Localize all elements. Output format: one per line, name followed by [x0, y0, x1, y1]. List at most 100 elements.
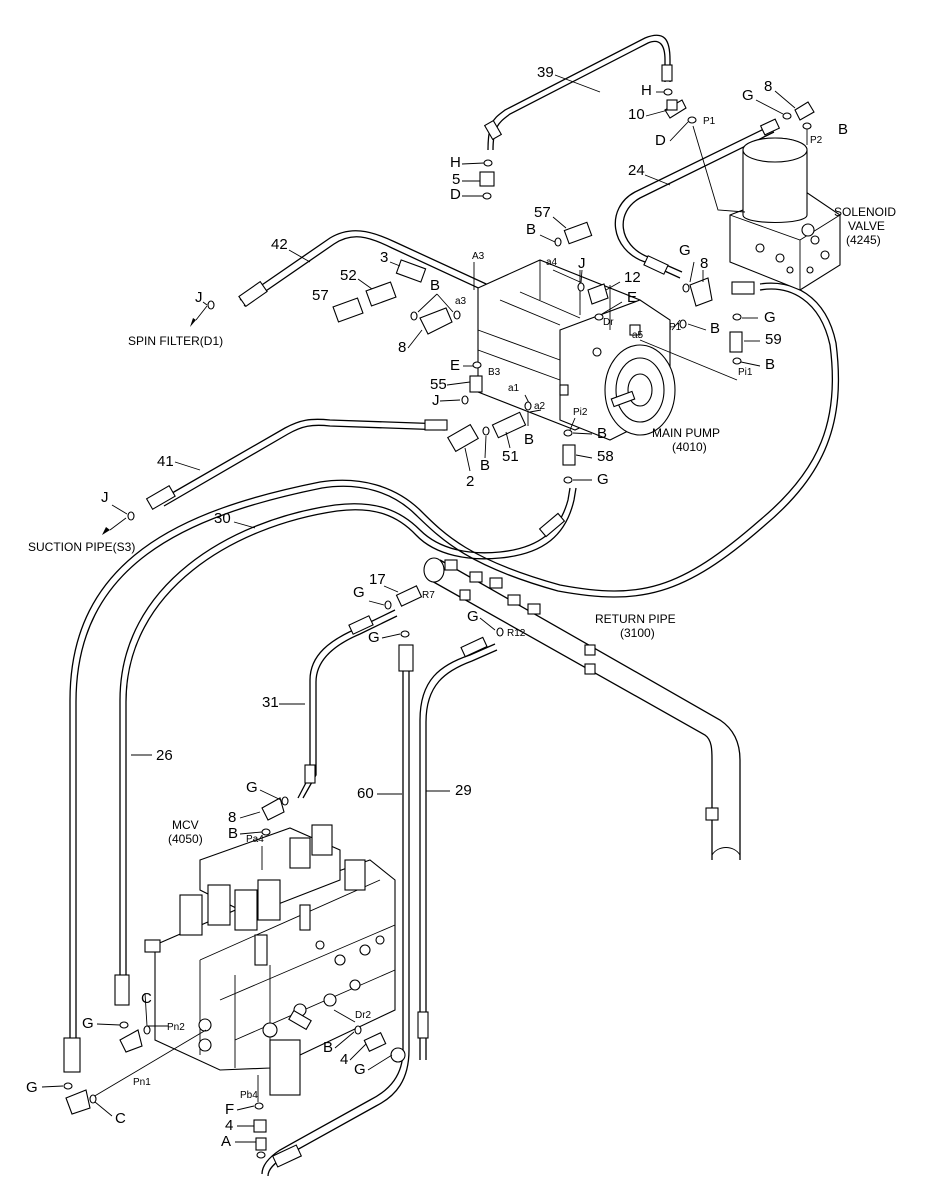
callout-cB3: B: [430, 277, 440, 294]
callout-c55: 55: [430, 376, 447, 393]
solenoid-valve-code: (4245): [846, 233, 881, 247]
port-label-pPi2: Pi2: [573, 407, 588, 418]
callout-cJ3: J: [432, 392, 440, 409]
mcv-code: (4050): [168, 832, 203, 846]
main-pump-label: MAIN PUMP: [652, 426, 720, 440]
callout-cB10: B: [323, 1039, 333, 1056]
port-label-pPi1: Pi1: [738, 367, 753, 378]
spin-filter-label: SPIN FILTER(D1): [128, 334, 223, 348]
port-label-pA3: A3: [472, 251, 485, 262]
callout-cB9: B: [228, 825, 238, 842]
callout-cG1: G: [742, 87, 754, 104]
return-pipe-label: RETURN PIPE: [595, 612, 676, 626]
callout-c8c: 8: [398, 339, 406, 356]
port-label-pPa4: Pa4: [246, 834, 264, 845]
port-label-pa3: a3: [455, 296, 467, 307]
callout-c5: 5: [452, 171, 460, 188]
callout-cB5: B: [765, 356, 775, 373]
callout-c17: 17: [369, 571, 386, 588]
leader-lines: [41, 74, 796, 1143]
port-label-pa4: a4: [546, 257, 558, 268]
callout-cE1: E: [627, 289, 637, 306]
callout-c8d: 8: [228, 809, 236, 826]
port-label-pR12: R12: [507, 628, 526, 639]
mcv-label: MCV: [172, 818, 199, 832]
callout-cG2: G: [679, 242, 691, 259]
callout-cB1: B: [838, 121, 848, 138]
hoses: [63, 34, 840, 1177]
callout-c26: 26: [156, 747, 173, 764]
return-pipe-assembly: [423, 557, 741, 860]
callout-cB4: B: [710, 320, 720, 337]
suction-pipe-label: SUCTION PIPE(S3): [28, 540, 135, 554]
callout-c31: 31: [262, 694, 279, 711]
mcv-block: [92, 824, 396, 1102]
hose-26: [119, 487, 571, 985]
port-label-pDr1: Dr: [603, 317, 614, 328]
port-label-pP2: P2: [810, 135, 823, 146]
solenoid-valve-label-2: VALVE: [848, 219, 885, 233]
callout-cH2: H: [450, 154, 461, 171]
callout-c4b: 4: [225, 1117, 233, 1134]
callout-cC1: C: [141, 990, 152, 1007]
hose-24: [614, 125, 771, 279]
solenoid-valve: [692, 125, 841, 291]
callout-cG6: G: [368, 629, 380, 646]
callout-c51: 51: [502, 448, 519, 465]
callout-cB2: B: [526, 221, 536, 238]
callout-c8b: 8: [700, 255, 708, 272]
callout-cJ1: J: [578, 255, 586, 272]
callout-c42: 42: [271, 236, 288, 253]
main-pump-code: (4010): [672, 440, 707, 454]
port-label-pa2: a2: [534, 401, 546, 412]
port-label-pPn1: Pn1: [133, 1077, 151, 1088]
callout-cG3: G: [764, 309, 776, 326]
callout-c60: 60: [357, 785, 374, 802]
port-label-pB3: B3: [488, 367, 501, 378]
callout-c52: 52: [340, 267, 357, 284]
port-label-pa5: a5: [632, 330, 644, 341]
callout-cB8: B: [480, 457, 490, 474]
callout-c24: 24: [628, 162, 645, 179]
port-label-pDr2: Dr2: [355, 1010, 372, 1021]
callout-c12: 12: [624, 269, 641, 286]
callout-cC2: C: [115, 1110, 126, 1127]
hose-41: [159, 418, 446, 501]
callout-cG10: G: [354, 1061, 366, 1078]
callout-c57a: 57: [534, 204, 551, 221]
callout-cG9: G: [82, 1015, 94, 1032]
callout-c39: 39: [537, 64, 554, 81]
callout-cF: F: [225, 1101, 234, 1118]
return-pipe-code: (3100): [620, 626, 655, 640]
port-label-pPn2: Pn2: [167, 1022, 185, 1033]
callout-cD1: D: [655, 132, 666, 149]
callout-cB6: B: [597, 425, 607, 442]
hose-42: [239, 230, 561, 319]
callout-c41: 41: [157, 453, 174, 470]
callout-cA: A: [221, 1133, 231, 1150]
callout-c8a: 8: [764, 78, 772, 95]
solenoid-valve-label-1: SOLENOID: [834, 205, 896, 219]
callout-cG4: G: [597, 471, 609, 488]
callout-c2: 2: [466, 473, 474, 490]
callout-cG5: G: [353, 584, 365, 601]
callout-cG8: G: [246, 779, 258, 796]
fittings: [65, 99, 815, 1151]
callout-c57b: 57: [312, 287, 329, 304]
callout-cG7: G: [467, 608, 479, 625]
port-label-pP1b: P1: [669, 322, 682, 333]
callout-c3: 3: [380, 249, 388, 266]
callout-cH1: H: [641, 82, 652, 99]
hose-30: [69, 288, 834, 1045]
callout-c59: 59: [765, 331, 782, 348]
port-label-pa1: a1: [508, 383, 520, 394]
callout-cJ2: J: [195, 289, 203, 306]
hose-60: [261, 645, 404, 1175]
callout-c10: 10: [628, 106, 645, 123]
port-label-pP1a: P1: [703, 116, 716, 127]
callout-cB7: B: [524, 431, 534, 448]
callout-cG11: G: [26, 1079, 38, 1096]
